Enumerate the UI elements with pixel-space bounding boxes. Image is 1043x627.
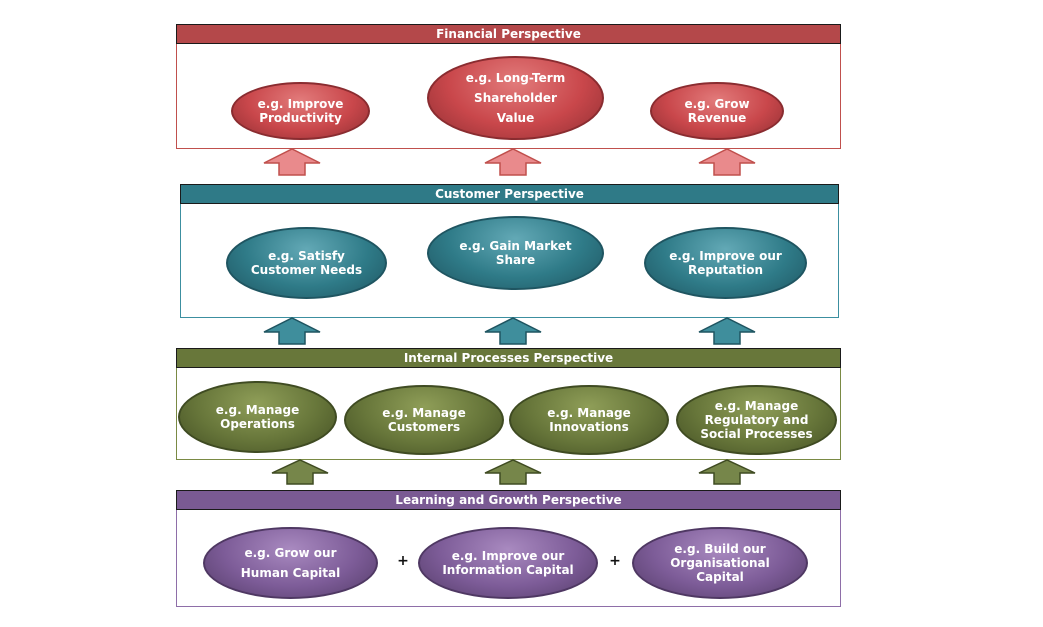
financial-objective-shareholder-value: e.g. Long-Term Shareholder Value (427, 56, 604, 140)
customer-objective-market-share: e.g. Gain Market Share (427, 216, 604, 290)
up-arrow-icon (271, 459, 329, 485)
financial-perspective-header: Financial Perspective (176, 24, 841, 44)
learning-objective-human-capital: e.g. Grow our Human Capital (203, 527, 378, 599)
customer-perspective-header: Customer Perspective (180, 184, 839, 204)
learning-objective-information-capital: e.g. Improve our Information Capital (418, 527, 598, 599)
up-arrow-icon (484, 317, 542, 345)
internal-processes-perspective-header: Internal Processes Perspective (176, 348, 841, 368)
up-arrow-icon (698, 459, 756, 485)
up-arrow-icon (484, 459, 542, 485)
internal-objective-regulatory-social: e.g. Manage Regulatory and Social Proces… (676, 385, 837, 455)
internal-objective-customers: e.g. Manage Customers (344, 385, 504, 455)
financial-objective-productivity: e.g. Improve Productivity (231, 82, 370, 140)
up-arrow-icon (484, 148, 542, 176)
internal-objective-innovations: e.g. Manage Innovations (509, 385, 669, 455)
financial-objective-revenue: e.g. Grow Revenue (650, 82, 784, 140)
up-arrow-icon (263, 317, 321, 345)
plus-operator: + (609, 553, 621, 569)
customer-objective-needs: e.g. Satisfy Customer Needs (226, 227, 387, 299)
up-arrow-icon (263, 148, 321, 176)
customer-objective-reputation: e.g. Improve our Reputation (644, 227, 807, 299)
up-arrow-icon (698, 148, 756, 176)
internal-objective-operations: e.g. Manage Operations (178, 381, 337, 453)
up-arrow-icon (698, 317, 756, 345)
learning-objective-organisational-capital: e.g. Build our Organisational Capital (632, 527, 808, 599)
learning-growth-perspective-header: Learning and Growth Perspective (176, 490, 841, 510)
plus-operator: + (397, 553, 409, 569)
